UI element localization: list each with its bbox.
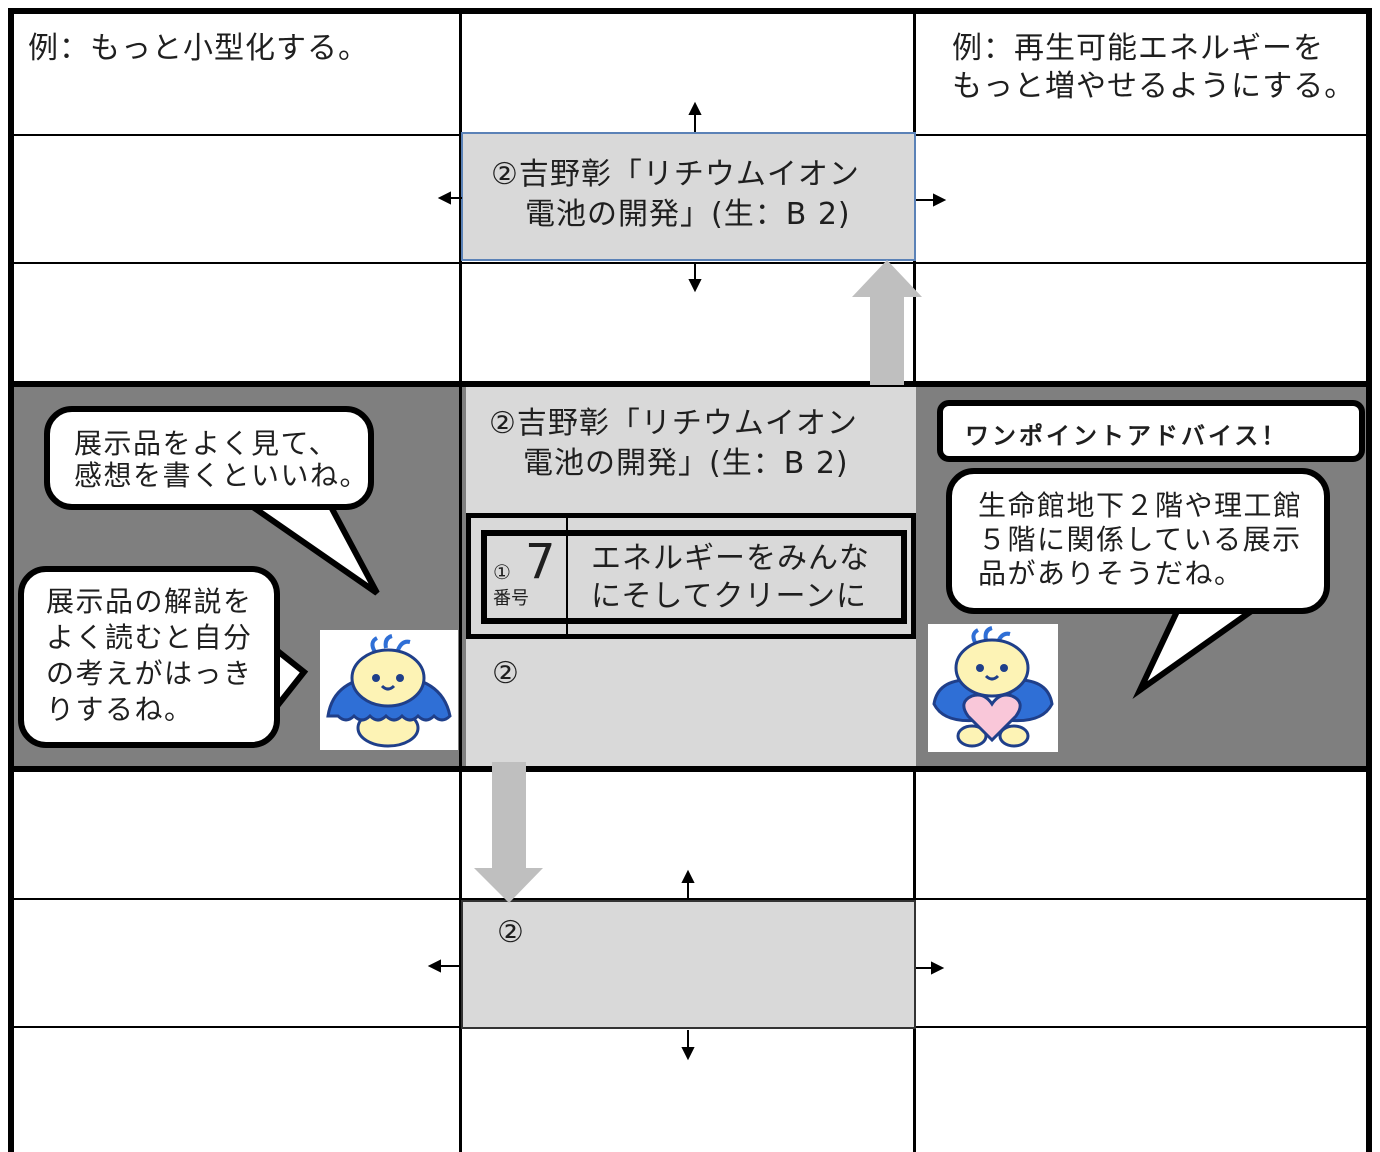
bubble-line: 展示品の解説を	[46, 585, 253, 618]
arrow-right-icon	[933, 193, 947, 207]
bubble-line: の考えがはっき	[46, 657, 253, 690]
arrow-down-icon	[681, 1047, 695, 1061]
circle-number: ①	[493, 560, 511, 584]
advice-bubble-left-top: 展示品をよく見て、 感想を書くといいね。	[44, 406, 374, 510]
mascot-icon	[320, 630, 458, 750]
theme-card[interactable]: ① 7 番号 エネルギーをみんな にそしてクリーンに	[466, 513, 916, 639]
advice-bubble-left-bottom: 展示品の解説を よく読むと自分 の考えがはっき りするね。	[18, 566, 280, 748]
grid-line	[8, 8, 14, 1152]
number-label: 番号	[493, 588, 529, 609]
grid-line	[8, 262, 1372, 264]
example-right-line: 例：再生可能エネルギーを	[952, 31, 1324, 66]
center-bottom-label: ②	[492, 656, 520, 691]
card-theme-line: にそしてクリーンに	[591, 579, 867, 614]
grid-line	[8, 898, 1372, 900]
arrow-right-icon	[931, 961, 945, 975]
grid-line	[8, 8, 1372, 14]
center-title-line: 電池の開発」(生：B 2)	[523, 446, 849, 481]
example-right-line: もっと増やせるようにする。	[952, 69, 1356, 104]
center-title-box: ②吉野彰「リチウムイオン 電池の開発」(生：B 2)	[466, 387, 916, 513]
center-bottom-box[interactable]: ②	[466, 639, 916, 766]
example-left: 例：もっと小型化する。	[28, 31, 369, 66]
bubble-line: 生命館地下２階や理工館	[978, 489, 1303, 522]
lower-box-label: ②	[497, 915, 525, 950]
lower-theme-box[interactable]: ②	[461, 900, 916, 1029]
card-number: 7	[525, 534, 556, 590]
bubble-line: よく読むと自分	[46, 621, 253, 654]
bubble-line: ５階に関係している展示	[978, 523, 1302, 556]
grid-line	[1366, 8, 1372, 1152]
one-point-header-text: ワンポイントアドバイス！	[965, 422, 1289, 450]
advice-bubble-right: 生命館地下２階や理工館 ５階に関係している展示 品がありそうだね。	[946, 468, 1330, 614]
upper-theme-line: ②吉野彰「リチウムイオン	[491, 157, 860, 192]
upper-theme-box[interactable]: ②吉野彰「リチウムイオン 電池の開発」(生：B 2)	[461, 132, 916, 261]
theme-card-divider	[566, 518, 568, 634]
upper-theme-line: 電池の開発」(生：B 2)	[525, 197, 851, 232]
bubble-line: 展示品をよく見て、	[74, 427, 339, 460]
grid-line	[8, 766, 1372, 772]
card-theme-line: エネルギーをみんな	[591, 541, 870, 576]
theme-card-inner	[481, 530, 907, 624]
arrow-up-icon	[681, 869, 695, 883]
grid-line	[8, 381, 1372, 387]
grid-line	[459, 8, 462, 1152]
arrow-down-icon	[688, 279, 702, 293]
arrow-down-icon	[474, 762, 543, 903]
arrow-up-icon	[688, 101, 702, 115]
bubble-line: 感想を書くといいね。	[74, 459, 370, 492]
bubble-line: 品がありそうだね。	[978, 557, 1244, 590]
example-right: 例：再生可能エネルギーを もっと増やせるようにする。	[952, 30, 1355, 106]
center-title-line: ②吉野彰「リチウムイオン	[489, 406, 858, 441]
arrow-left-icon	[427, 959, 441, 973]
bubble-line: りするね。	[46, 693, 194, 726]
arrow-left-icon	[437, 191, 451, 205]
arrow-up-icon	[852, 260, 922, 385]
number-area: ① 7 番号	[493, 534, 563, 620]
mascot-heart-icon	[928, 624, 1058, 752]
one-point-header: ワンポイントアドバイス！	[937, 400, 1365, 462]
